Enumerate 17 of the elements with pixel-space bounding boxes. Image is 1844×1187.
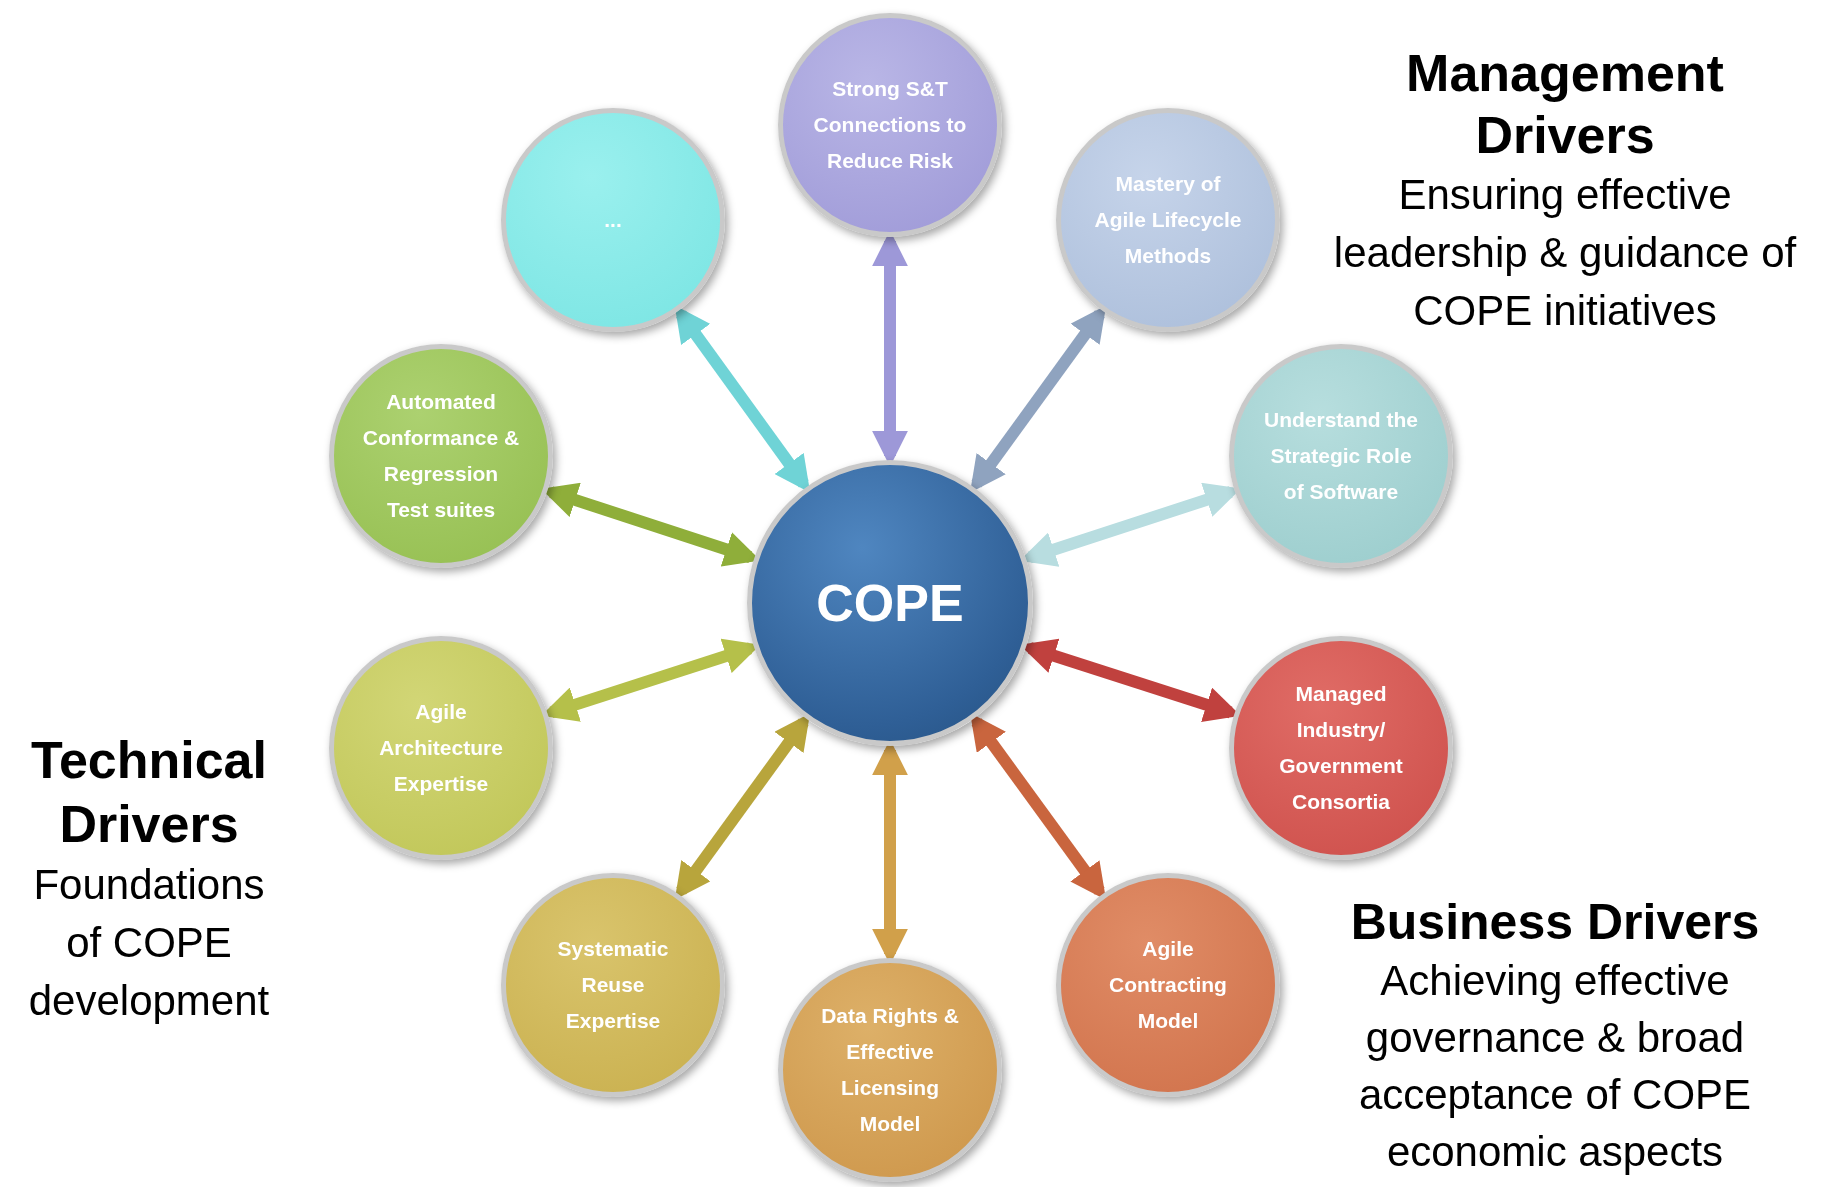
heading: Business Drivers — [1350, 893, 1760, 952]
circle-label: Data Rights & Effective Licensing Model — [820, 1003, 960, 1137]
circle-label: ... — [603, 207, 623, 233]
circle-label: Agile Contracting Model — [1108, 936, 1228, 1034]
circle-label: Mastery of Agile Lifecycle Methods — [1093, 171, 1243, 269]
circle-label: Agile Architecture Expertise — [378, 699, 504, 797]
heading: Management Drivers — [1405, 43, 1725, 166]
circle-label: Understand the Strategic Role of Software — [1263, 407, 1419, 505]
description: Achieving effective governance & broad acceptance of COPE economic aspects — [1357, 956, 1753, 1177]
circle-label: Strong S&T Connections to Reduce Risk — [812, 76, 968, 174]
circle-label: Systematic Reuse Expertise — [556, 936, 670, 1034]
description: Foundations of COPE development — [27, 860, 271, 1026]
circle-label: Automated Conformance & Regression Test suites — [361, 389, 521, 523]
heading: Technical Drivers — [30, 730, 268, 855]
circle-label: COPE — [815, 573, 965, 634]
circle-label: Managed Industry/ Government Consortia — [1278, 681, 1404, 815]
description: Ensuring effective leadership & guidance of COPE initiatives — [1332, 170, 1798, 336]
